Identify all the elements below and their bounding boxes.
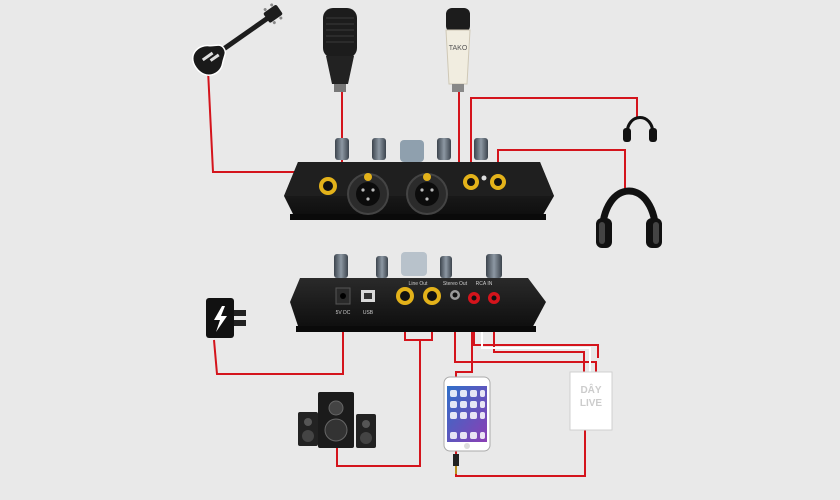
power-adapter-icon (206, 298, 246, 338)
condenser-microphone-icon: TAKO (445, 8, 471, 92)
rear-knob-3 (401, 252, 427, 276)
stereo-out-jack (450, 290, 460, 300)
front-knob-5 (474, 138, 488, 160)
lightning-bolt-icon (214, 306, 227, 332)
xlr-combo-jack-2 (406, 173, 448, 215)
earbud-headphone-cable (470, 97, 638, 178)
rear-knob-4 (440, 256, 452, 278)
dc-power-port: 5V DC (335, 287, 351, 316)
rca-in-label: RCA IN (476, 281, 493, 287)
smartphone-icon (443, 376, 491, 474)
over-ear-headphones-icon (596, 187, 662, 248)
audio-interface-rear: 5V DC USB Line Out Stereo Out RCA IN (290, 252, 546, 332)
line-out-jack-left (396, 287, 414, 305)
dc-port-label: 5V DC (336, 310, 351, 316)
power-cable (213, 305, 344, 375)
rear-device-body (290, 278, 546, 332)
rca-in-jack-right (488, 292, 500, 304)
speaker-cable (336, 340, 421, 467)
guitar-input-jack (319, 177, 337, 195)
rca-in-jack-left (468, 292, 480, 304)
dynamic-microphone-icon (323, 8, 357, 92)
earbud-headphones-icon (623, 116, 657, 142)
streaming-device-icon: DÂY LIVE (569, 371, 613, 431)
front-knob-1 (335, 138, 349, 160)
microphone-brand-label: TAKO (449, 45, 468, 52)
headphone-jack-2 (490, 174, 506, 190)
speaker-system-icon (298, 392, 376, 448)
rear-knob-2 (376, 256, 388, 278)
usb-port: USB (361, 290, 375, 316)
front-knob-row (335, 138, 488, 162)
audio-interface-front (284, 138, 554, 220)
front-knob-4 (437, 138, 451, 160)
streaming-device-line2: LIVE (580, 398, 603, 409)
front-knob-2 (372, 138, 386, 160)
front-knob-3 (400, 140, 424, 162)
rear-knob-5 (486, 254, 502, 278)
headphone-jack-1 (463, 174, 479, 190)
line-out-label: Line Out (409, 281, 429, 287)
electric-guitar-icon (192, 3, 283, 76)
phone-audio-cable (455, 304, 586, 477)
audio-jack-icon (453, 454, 459, 474)
stereo-out-label: Stereo Out (443, 281, 468, 287)
streaming-device-line1: DÂY (580, 383, 601, 396)
xlr-combo-jack-1 (347, 173, 389, 215)
line-out-jack-right (423, 287, 441, 305)
usb-port-label: USB (363, 310, 374, 316)
rear-knob-row (334, 252, 502, 278)
rear-knob-1 (334, 254, 348, 278)
